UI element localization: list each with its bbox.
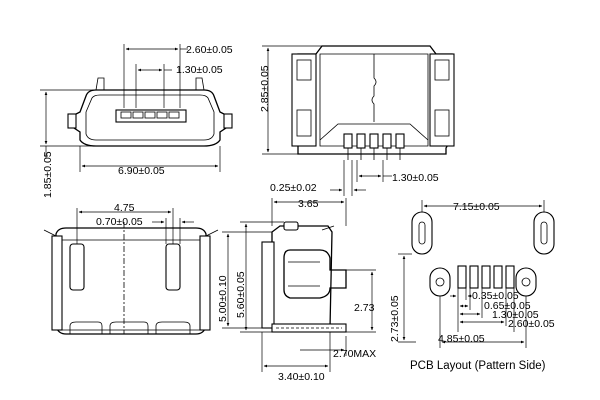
top-view: 2.85±0.05 0.25±0.02 1.30±0.05 — [259, 45, 455, 196]
pcb-dim-bottom: 4.85±0.05 — [438, 333, 485, 345]
front-tongue — [115, 109, 187, 123]
side-dim-max: 2.70MAX — [333, 348, 376, 360]
top-dim-pitch: 1.30±0.05 — [392, 172, 439, 184]
bottom-view: 4.75 0.70±0.05 — [43, 202, 219, 335]
side-dim-bottom: 3.40±0.10 — [278, 371, 325, 383]
front-dim-width: 6.90±0.05 — [118, 165, 165, 177]
pcb-oval-pad-left — [411, 211, 433, 255]
bottom-peg-left — [69, 243, 85, 291]
bottom-dim-width: 4.75 — [114, 202, 135, 214]
pcb-round-pad-left — [429, 267, 451, 297]
bottom-peg-right — [165, 243, 181, 291]
side-body — [271, 225, 333, 329]
front-dim-top-outer: 2.60±0.05 — [186, 44, 233, 56]
pcb-dim-pad-span-outer: 2.60±0.05 — [508, 318, 555, 330]
pcb-layout-caption: PCB Layout (Pattern Side) — [410, 360, 546, 372]
pcb-signal-pads — [457, 265, 515, 289]
bottom-dim-peg: 0.70±0.05 — [96, 216, 143, 228]
top-dim-lead-thickness: 0.25±0.02 — [270, 182, 317, 194]
pcb-oval-pad-right — [533, 211, 555, 255]
front-dim-top-inner: 1.30±0.05 — [176, 64, 223, 76]
pcb-dim-pad-pitch: 0.65±0.05 — [484, 300, 531, 312]
side-dim-top: 3.65 — [298, 198, 319, 210]
pcb-dim-vertical: 2.73±0.05 — [389, 295, 401, 342]
pcb-dim-top: 7.15±0.05 — [453, 201, 500, 213]
pcb-dim-pad-width: 0.35±0.05 — [472, 290, 519, 302]
side-dim-height-inner: 5.00±0.10 — [217, 275, 229, 322]
pcb-round-pad-right — [515, 267, 537, 297]
top-dim-height: 2.85±0.05 — [259, 65, 271, 112]
side-dim-lead: 2.73 — [354, 302, 375, 314]
front-view: 2.60±0.05 1.30±0.05 6.90±0.05 1.85±0.05 — [40, 44, 233, 198]
pcb-dim-pad-span: 1.30±0.05 — [492, 309, 539, 321]
pcb-layout: 7.15±0.05 0.35±0.05 0.65±0.05 1.30±0.05 … — [389, 200, 555, 372]
front-dim-height: 1.85±0.05 — [42, 151, 54, 198]
side-view: 3.65 5.00±0.10 5.60±0.05 2.73 2.70MAX 3.… — [217, 198, 376, 383]
side-dim-height-outer: 5.60±0.05 — [235, 271, 247, 318]
